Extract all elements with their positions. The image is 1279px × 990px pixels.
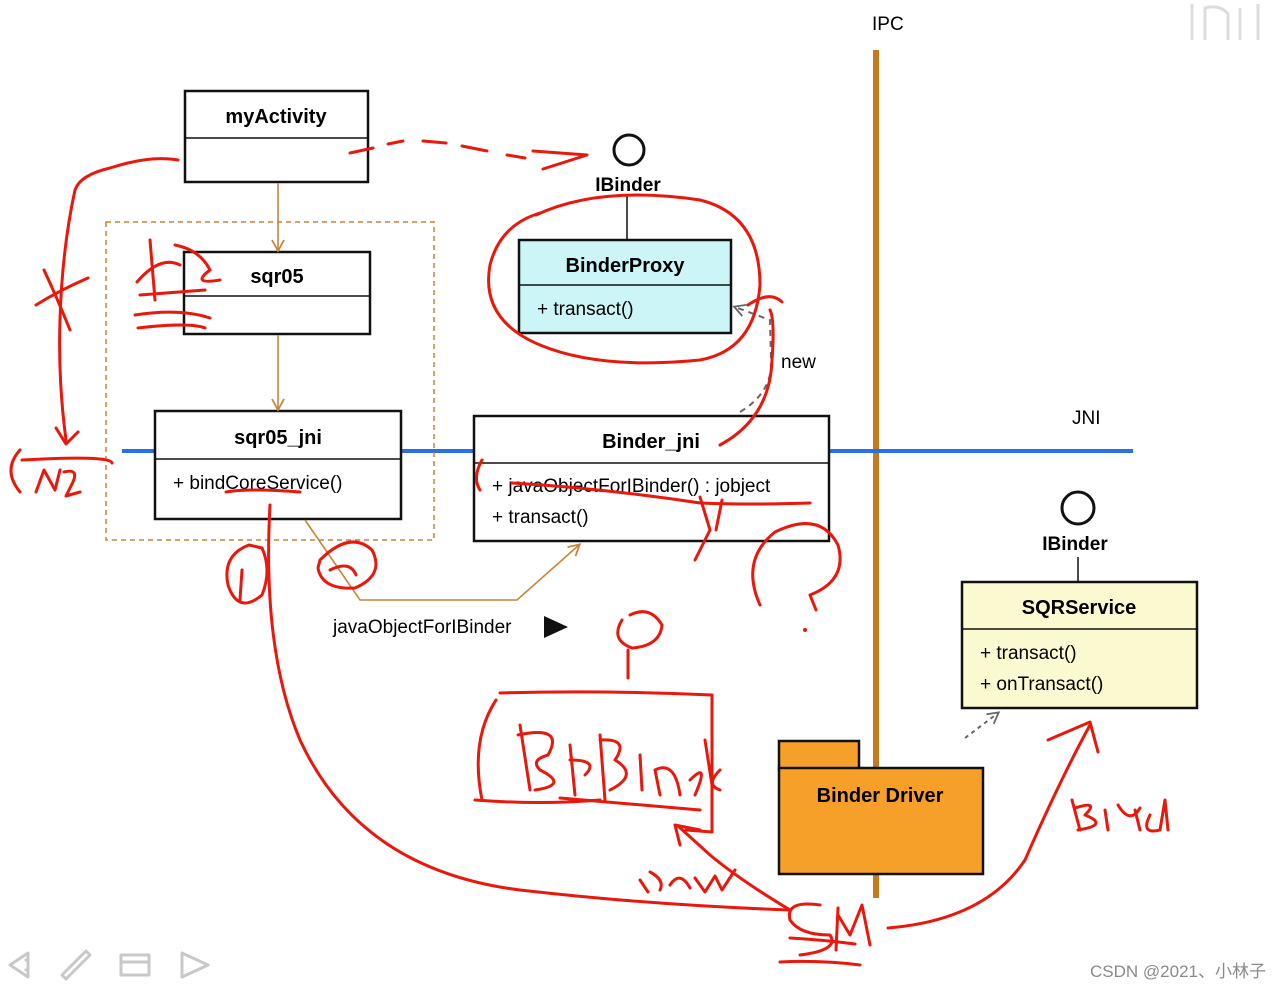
window-icon[interactable] [119,953,151,977]
class-sqr05-jni[interactable]: sqr05_jni + bindCoreService() [153,409,403,521]
member-transact: + transact() [980,643,1077,664]
member-ontransact: + onTransact() [980,674,1103,695]
member-transact: + transact() [537,299,634,320]
member-javaobjectforibinder: + javaObjectForIBinder() : jobject [492,476,771,497]
member-transact: + transact() [492,507,589,528]
class-title: SQRService [1022,597,1137,619]
class-title: Binder_jni [602,431,700,453]
csdn-watermark: CSDN @2021、小林子 [1090,962,1266,981]
class-title: BinderProxy [566,255,686,277]
arrow-left-icon[interactable] [8,951,30,979]
class-binder-jni[interactable]: Binder_jni + javaObjectForIBinder() : jo… [472,414,831,543]
arrow-bindcoreservice-binderjni [304,519,582,601]
class-title: sqr05_jni [234,427,322,449]
ibinder-label: IBinder [1042,534,1108,555]
member-bindcoreservice: + bindCoreService() [173,473,343,494]
class-sqrservice[interactable]: SQRService + transact() + onTransact() [960,580,1199,710]
arrow-right-icon[interactable] [180,951,210,979]
ipc-label: IPC [872,14,904,35]
new-label: new [781,352,816,373]
class-title: myActivity [225,106,327,128]
ibinder-interface-right: IBinder [1042,490,1108,582]
pen-icon[interactable] [60,949,92,981]
small-dashed-arrow [964,711,1001,739]
class-sqr05[interactable]: sqr05 [182,250,372,336]
class-myactivity[interactable]: myActivity [183,89,370,184]
handwritten-annotations [9,139,1170,967]
call-label: javaObjectForIBinder [332,617,512,638]
class-title: sqr05 [250,266,303,288]
ibinder-label: IBinder [595,175,661,196]
ibinder-interface-top: IBinder [595,133,661,240]
play-triangle-icon [544,616,568,638]
corner-artifact [1190,4,1260,40]
jni-label: JNI [1072,408,1101,429]
binder-driver-package[interactable]: Binder Driver [777,739,985,876]
uml-arrows [271,183,582,601]
binder-driver-label: Binder Driver [817,785,944,807]
class-binderproxy[interactable]: BinderProxy + transact() [517,238,733,335]
